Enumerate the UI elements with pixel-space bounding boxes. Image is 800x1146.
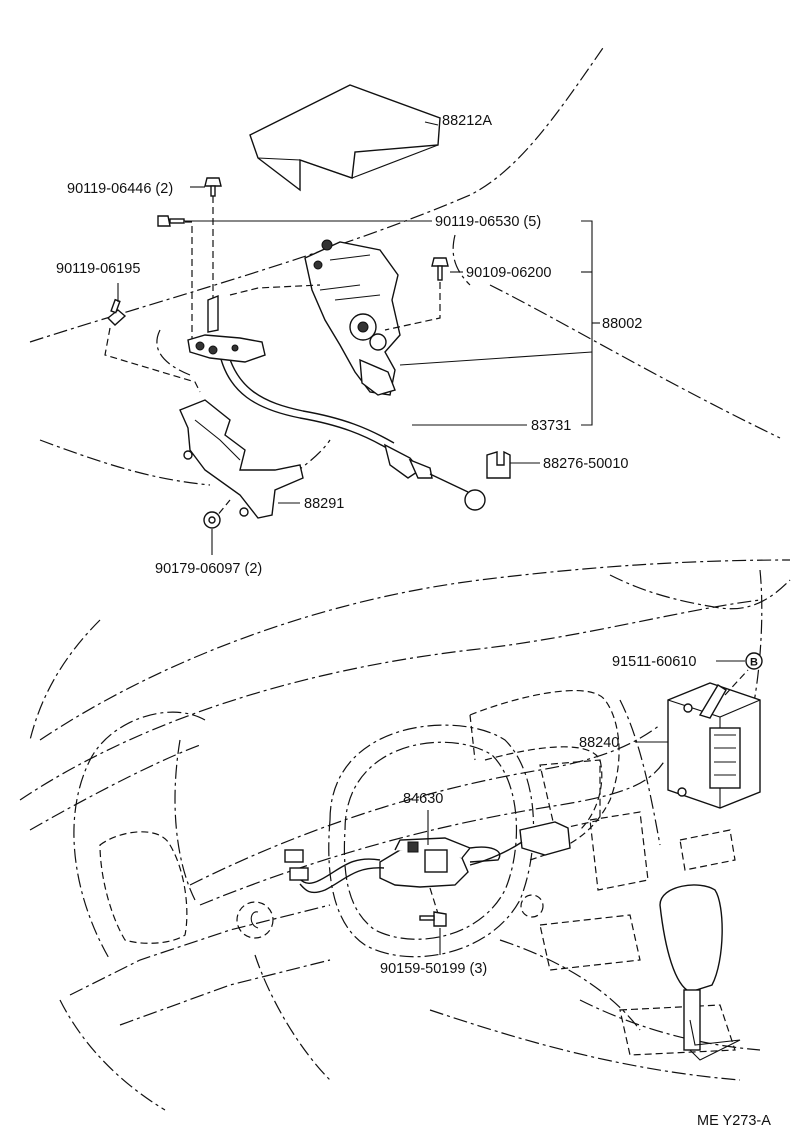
bolt-90109-06200 [431, 257, 449, 281]
clip-88276-50010 [486, 450, 511, 479]
part-number-90159-50199[interactable]: 90159-50199 (3) [380, 961, 487, 977]
part-number-88276-50010[interactable]: 88276-50010 [543, 456, 628, 472]
bolt-90119-06530 [157, 215, 185, 227]
engine-bay-outline [29, 44, 781, 491]
bolt-90119-06195 [106, 298, 127, 326]
instrument-cluster [469, 690, 620, 861]
part-number-91511-60610[interactable]: 91511-60610 [612, 654, 696, 670]
part-labels: 88212A 90119-06446 (2) 90119-06530 (5) 9… [56, 113, 696, 977]
bracket-88291 [179, 399, 304, 519]
shift-lever [659, 884, 741, 1061]
switch-84630 [284, 821, 571, 921]
part-number-90109-06200[interactable]: 90109-06200 [466, 265, 551, 281]
part-number-90119-06446[interactable]: 90119-06446 (2) [67, 181, 173, 197]
leader-lines-upper [117, 121, 600, 555]
part-number-83731[interactable]: 83731 [531, 418, 571, 434]
part-number-84630[interactable]: 84630 [403, 791, 443, 807]
left-vent [99, 831, 274, 944]
cover-88212a [249, 84, 441, 192]
actuator-88002 [304, 239, 401, 396]
part-number-90119-06195[interactable]: 90119-06195 [56, 261, 140, 277]
dashboard-outline [19, 559, 791, 1111]
part-number-88240[interactable]: 88240 [579, 735, 619, 751]
callout-b-label: B [750, 657, 758, 669]
part-number-90119-06530[interactable]: 90119-06530 (5) [435, 214, 541, 230]
center-console [520, 811, 736, 1056]
callout-b-marker: B [745, 652, 763, 670]
part-number-88212a[interactable]: 88212A [442, 113, 492, 129]
figure-code: ME Y273-A [697, 1113, 771, 1129]
leader-lines-lower [427, 741, 668, 955]
assembly-guide-lines [104, 196, 441, 523]
nut-90179-06097 [203, 511, 221, 529]
bolt-90119-06446 [204, 177, 222, 197]
part-number-88291[interactable]: 88291 [304, 496, 344, 512]
steering-wheel [328, 724, 535, 958]
cable-83731 [187, 294, 486, 511]
part-number-90179-06097[interactable]: 90179-06097 (2) [155, 561, 262, 577]
computer-88240 [667, 669, 761, 809]
bolt-90159-50199 [419, 911, 447, 927]
part-number-88002[interactable]: 88002 [602, 316, 642, 332]
